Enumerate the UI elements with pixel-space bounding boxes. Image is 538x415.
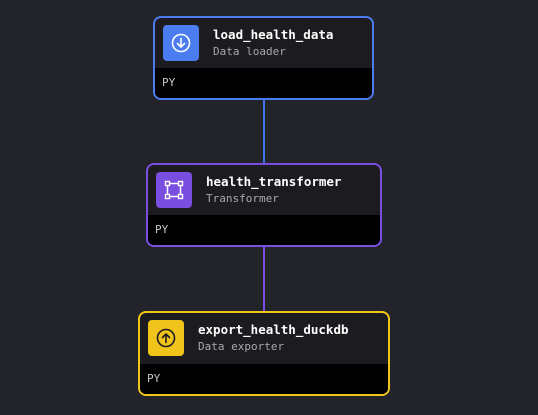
upload-icon	[148, 320, 184, 356]
transform-icon	[156, 172, 192, 208]
block-type: Transformer	[206, 192, 279, 205]
block-header: health_transformer Transformer	[148, 165, 380, 215]
block-type: Data exporter	[198, 340, 285, 353]
block-footer: PY	[140, 364, 388, 394]
download-icon	[163, 25, 199, 61]
block-language: PY	[155, 223, 169, 236]
connector-transformer-to-exporter	[263, 246, 265, 313]
block-health-transformer[interactable]: health_transformer Transformer PY	[146, 163, 382, 247]
block-name: export_health_duckdb	[198, 322, 349, 337]
block-header: export_health_duckdb Data exporter	[140, 313, 388, 363]
block-footer: PY	[148, 215, 380, 245]
block-footer: PY	[155, 68, 372, 98]
block-load-health-data[interactable]: load_health_data Data loader PY	[153, 16, 374, 100]
block-name: health_transformer	[206, 174, 342, 189]
block-type: Data loader	[213, 45, 286, 58]
block-name: load_health_data	[213, 27, 334, 42]
block-header: load_health_data Data loader	[155, 18, 372, 68]
block-language: PY	[147, 372, 161, 385]
connector-loader-to-transformer	[263, 99, 265, 165]
block-language: PY	[162, 76, 176, 89]
block-export-health-duckdb[interactable]: export_health_duckdb Data exporter PY	[138, 311, 390, 396]
